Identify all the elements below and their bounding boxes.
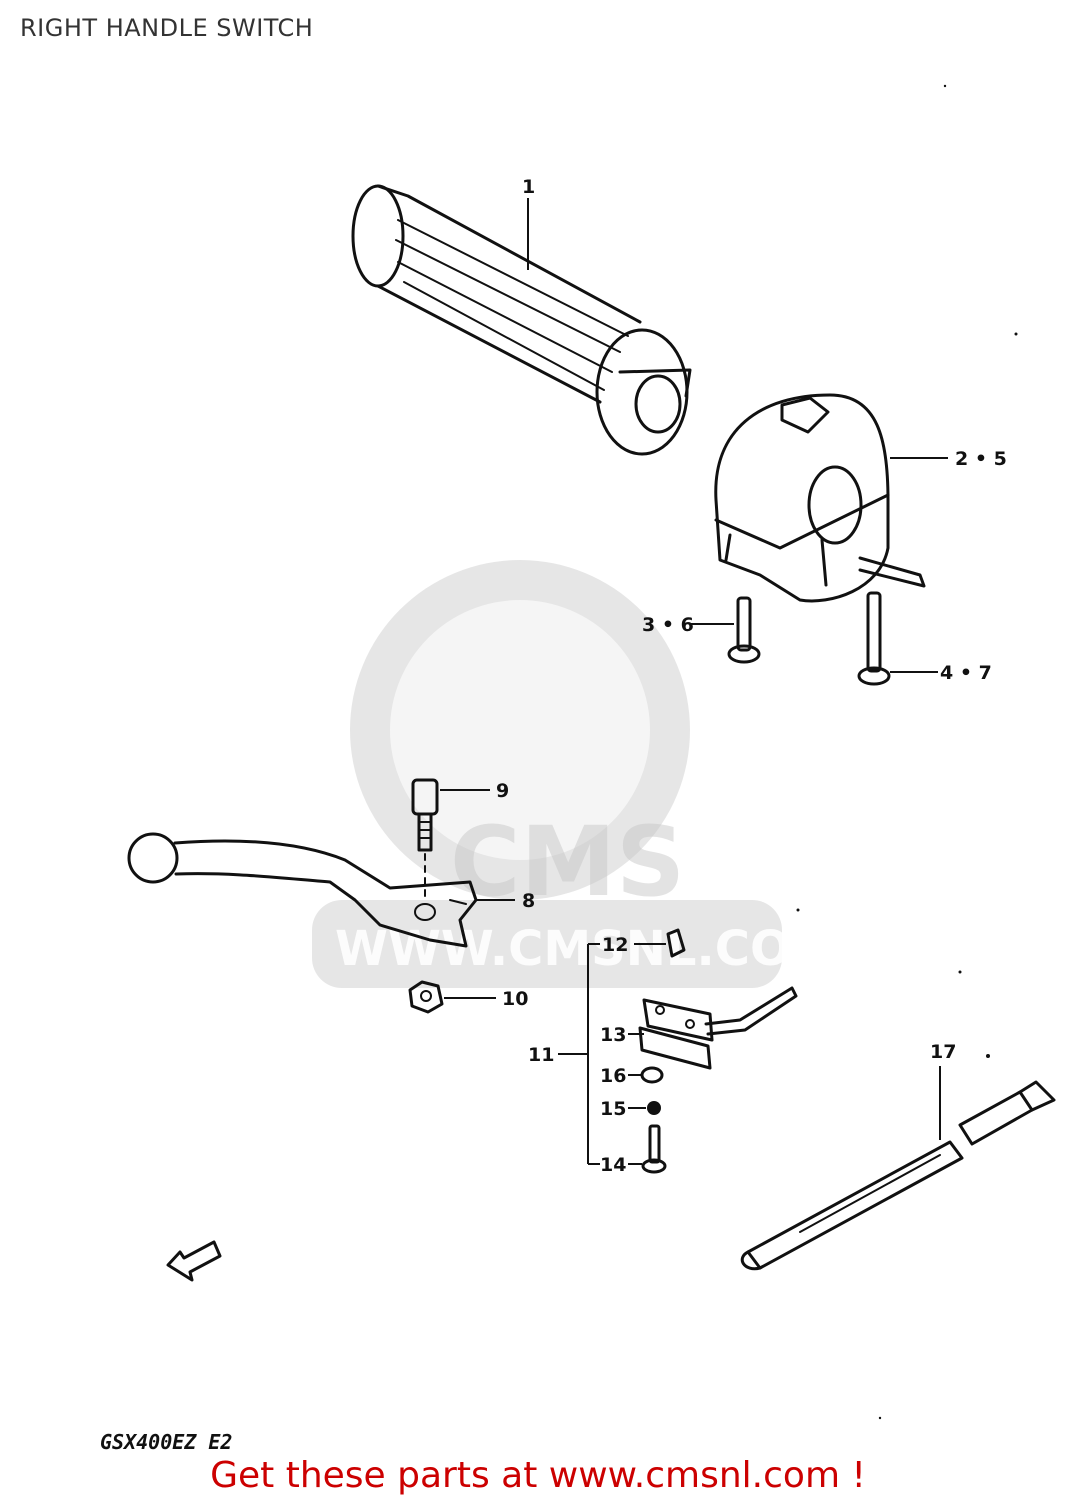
nut-part [408, 980, 444, 1014]
call-to-action-link[interactable]: Get these parts at www.cmsnl.com ! [210, 1455, 866, 1496]
callout-2-5: 2 • 5 [955, 448, 1007, 470]
pivot-bolt-part [411, 778, 439, 901]
callout-16: 16 [600, 1065, 626, 1087]
callout-3-6: 3 • 6 [642, 614, 694, 636]
small-screw-part [641, 1124, 667, 1174]
forward-arrow-icon [166, 1240, 222, 1282]
page-title: RIGHT HANDLE SWITCH [20, 14, 314, 42]
callout-1: 1 [522, 176, 535, 198]
callout-15: 15 [600, 1098, 626, 1120]
switch-housing-part [714, 393, 926, 603]
callout-8: 8 [522, 890, 535, 912]
short-screw-part [727, 596, 761, 664]
cable-tie-part [740, 1080, 1056, 1271]
throttle-grip-part [351, 184, 692, 456]
switch-cap-part [666, 928, 686, 958]
callout-17: 17 [930, 1041, 956, 1063]
callout-10: 10 [502, 988, 528, 1010]
brake-lever-part [127, 832, 478, 948]
long-screw-part [857, 591, 891, 686]
callout-labels: 1 2 • 5 3 • 6 4 • 7 9 8 12 10 13 11 16 1… [496, 176, 1007, 1176]
callout-14: 14 [600, 1154, 626, 1176]
spring-washer-part [647, 1101, 661, 1115]
brake-switch-part [638, 986, 798, 1070]
leader-lines [440, 198, 948, 1165]
callout-13: 13 [600, 1024, 626, 1046]
washer-part [640, 1066, 664, 1084]
model-code: GSX400EZ E2 [100, 1430, 233, 1454]
watermark-logo: CMS WWW.CMSNL.COM [312, 560, 839, 988]
callout-12: 12 [602, 934, 628, 956]
callout-9: 9 [496, 780, 509, 802]
watermark-url-text: WWW.CMSNL.COM [335, 921, 839, 977]
scan-specks [796, 84, 1018, 1420]
callout-11: 11 [528, 1044, 554, 1066]
callout-4-7: 4 • 7 [940, 662, 992, 684]
